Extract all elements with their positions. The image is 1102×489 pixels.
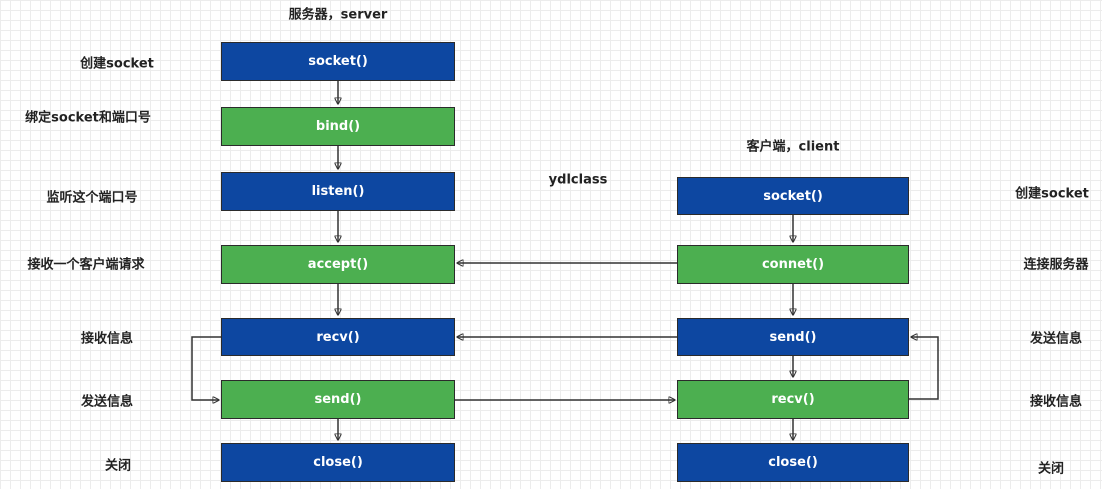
server-label-listen-port: 监听这个端口号 xyxy=(46,190,138,206)
server-socket-node: socket() xyxy=(221,42,455,81)
server-label-close: 关闭 xyxy=(104,458,132,474)
server-accept-node: accept() xyxy=(221,245,455,284)
server-recv-node: recv() xyxy=(221,318,455,356)
client-send-node: send() xyxy=(677,318,909,356)
client-connet-node: connet() xyxy=(677,245,909,284)
client-title: 客户端，client xyxy=(746,139,840,155)
client-label-close: 关闭 xyxy=(1037,461,1065,477)
client-socket-node: socket() xyxy=(677,177,909,215)
server-bind-node: bind() xyxy=(221,107,455,146)
client-label-create-socket: 创建socket xyxy=(1015,186,1089,202)
arrow-client-recv-to-send-loop xyxy=(909,337,939,400)
server-send-node: send() xyxy=(221,380,455,419)
server-label-receive: 接收信息 xyxy=(80,331,134,347)
arrow-server-recv-to-send-loop xyxy=(191,336,221,400)
server-close-node: close() xyxy=(221,443,455,482)
server-label-bind-port: 绑定socket和端口号 xyxy=(25,110,151,126)
server-label-send: 发送信息 xyxy=(80,394,134,410)
server-label-accept-request: 接收一个客户端请求 xyxy=(27,257,145,273)
client-recv-node: recv() xyxy=(677,380,909,419)
client-label-receive: 接收信息 xyxy=(1029,394,1083,410)
server-label-create-socket: 创建socket xyxy=(80,56,154,72)
server-listen-node: listen() xyxy=(221,172,455,211)
client-label-connect-server: 连接服务器 xyxy=(1023,257,1089,273)
client-close-node: close() xyxy=(677,443,909,482)
client-label-send: 发送信息 xyxy=(1029,331,1083,347)
watermark-text: ydlclass xyxy=(548,172,608,188)
server-title: 服务器，server xyxy=(288,7,388,23)
